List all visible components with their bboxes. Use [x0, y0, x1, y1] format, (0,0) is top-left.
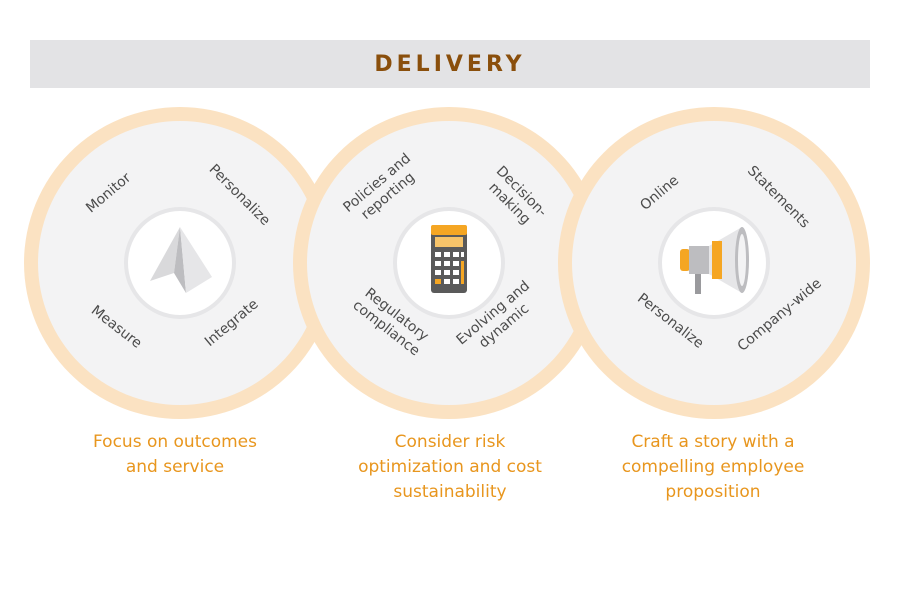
circle-risk: Policies and reporting Decision- making …: [293, 107, 605, 419]
paper-plane-icon: [150, 227, 212, 293]
calculator-icon: [431, 225, 467, 293]
circle-hub: [128, 211, 232, 315]
circle-outcomes: Monitor Personalize Measure Integrate: [24, 107, 336, 419]
caption-story: Craft a story with a compelling employee…: [621, 432, 805, 502]
circle-story: Online Statements Personalize Company-wi…: [558, 107, 870, 419]
circle-hub: [662, 211, 766, 315]
banner-title: DELIVERY: [374, 51, 526, 77]
caption-risk: Consider risk optimization and cost sust…: [358, 432, 542, 502]
megaphone-icon: [680, 227, 749, 294]
caption-outcomes: Focus on outcomes and service: [93, 432, 257, 477]
delivery-banner: DELIVERY: [30, 40, 870, 88]
circle-hub: [397, 211, 501, 315]
